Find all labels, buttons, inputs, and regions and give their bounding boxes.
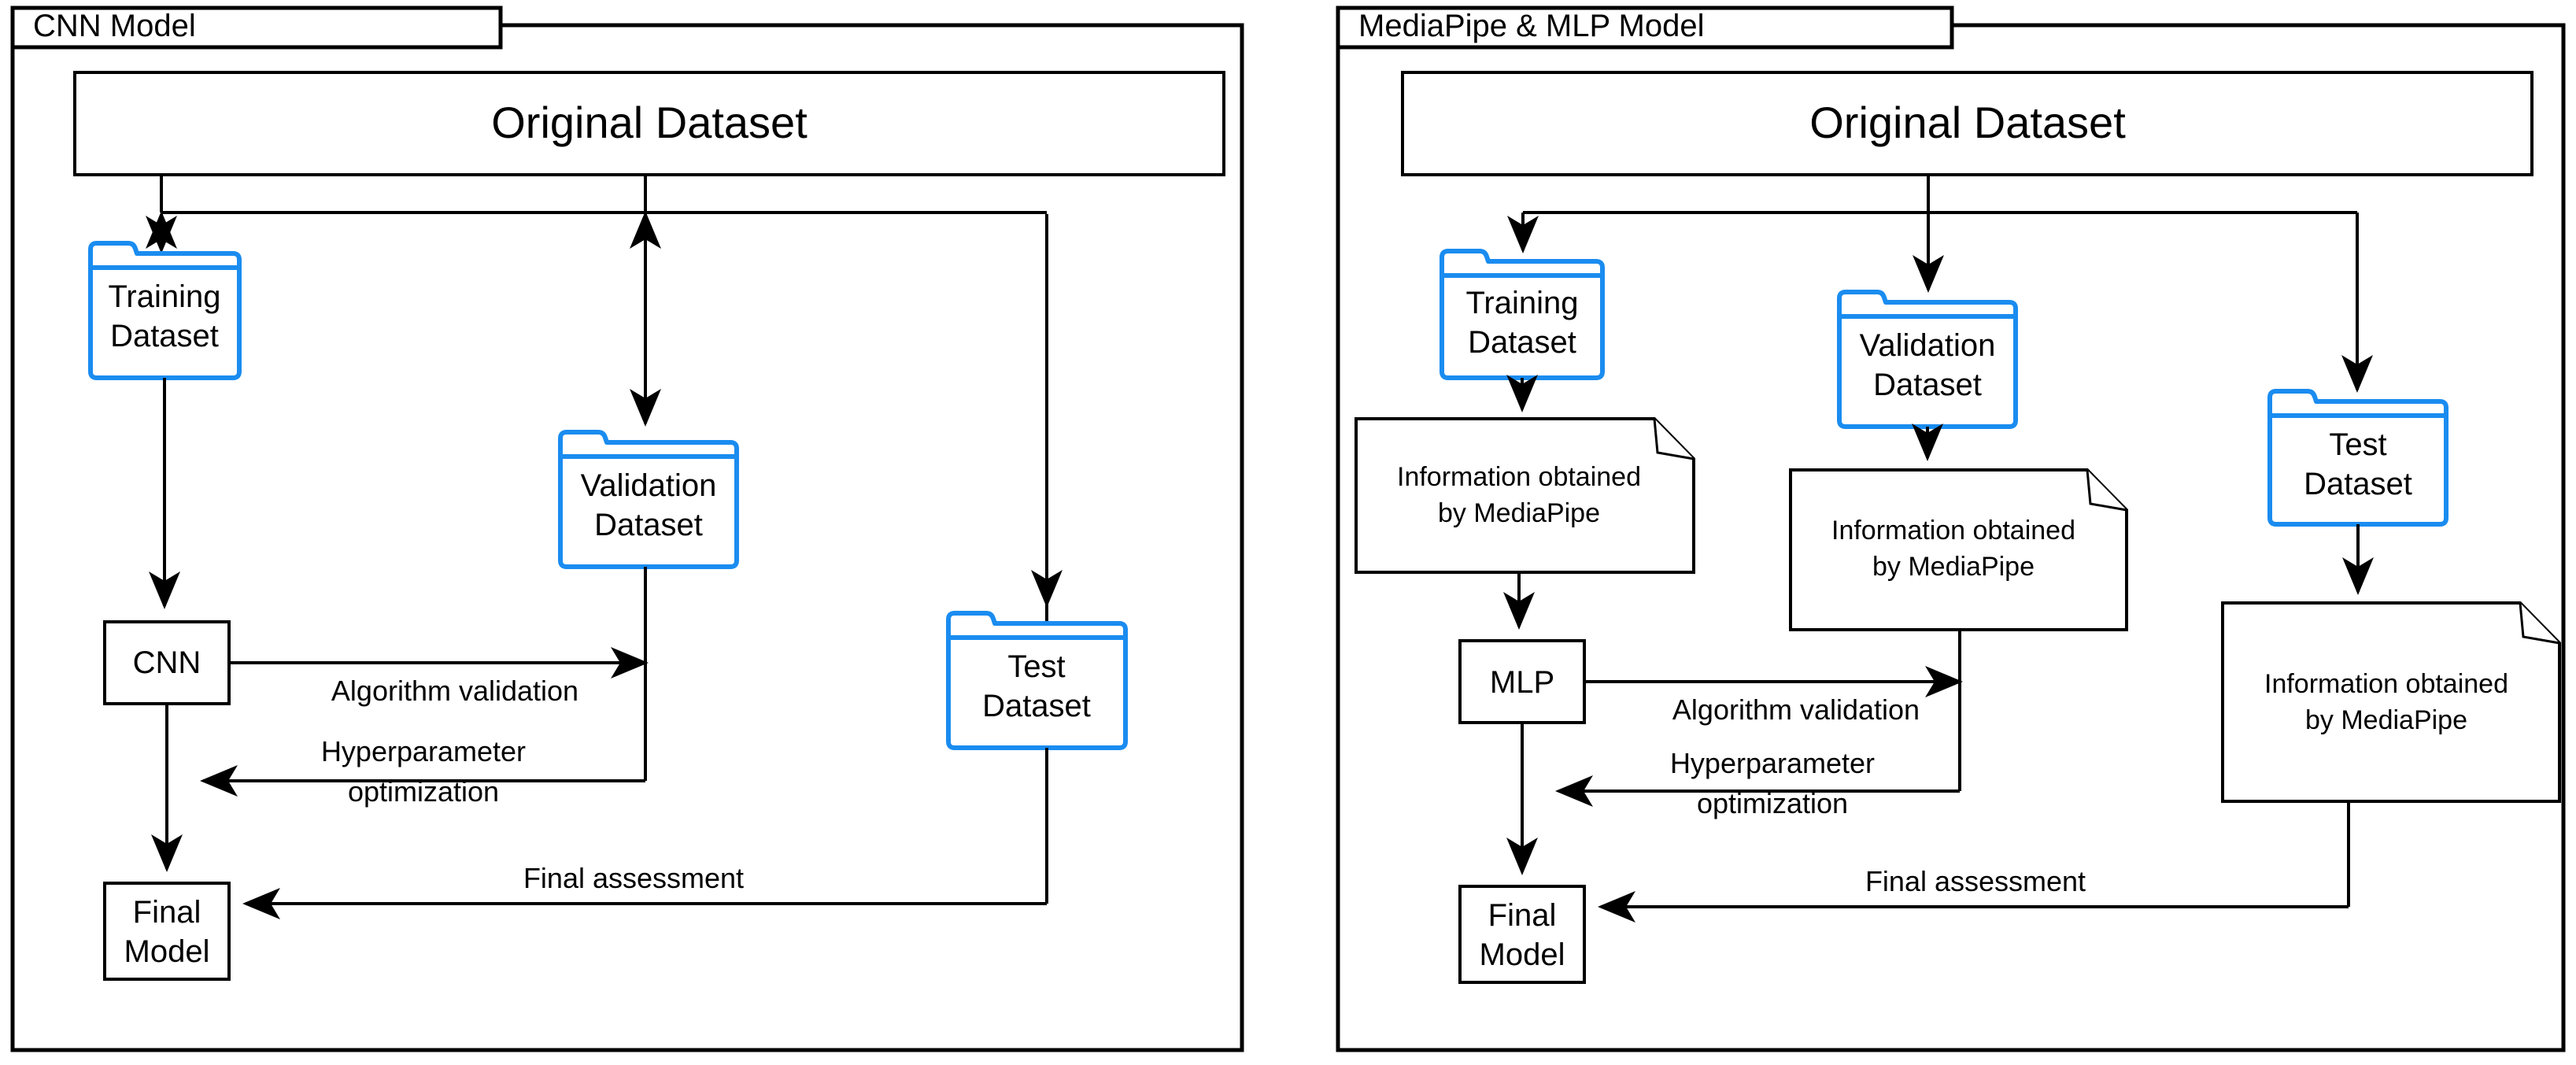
panel-mediapipe-mlp-model: MediaPipe & MLP Model Original Dataset T… [1336, 6, 2566, 1052]
folder-label-training-line2-cnn: Dataset [110, 319, 219, 353]
folder-shape-test-mlp [2267, 389, 2448, 527]
cnn-box-label: CNN [133, 645, 201, 680]
folder-shape-validation-cnn [558, 430, 739, 569]
folder-test-mlp[interactable]: Test Dataset [2267, 389, 2448, 527]
label-algorithm-validation-mlp: Algorithm validation [1672, 693, 1920, 726]
label-final-assessment-cnn: Final assessment [523, 862, 744, 894]
label-hyperparameter-line1-cnn: Hyperparameter [321, 735, 526, 767]
folder-label-test-line2-mlp: Dataset [2304, 467, 2412, 501]
note-label-training-line1-mlp: Information obtained [1397, 462, 1641, 492]
final-model-box-cnn[interactable] [103, 882, 231, 981]
note-validation-mlp[interactable]: Information obtained by MediaPipe [1789, 468, 2128, 631]
folder-training-mlp[interactable]: Training Dataset [1440, 249, 1605, 380]
folder-label-test-line1-mlp: Test [2329, 427, 2386, 462]
folder-validation-cnn[interactable]: Validation Dataset [558, 430, 739, 569]
note-shape-training-mlp [1355, 417, 1695, 574]
note-fold-validation-mlp [2086, 469, 2127, 512]
panel-cnn-model: CNN Model Original Dataset Training Data… [10, 6, 1244, 1052]
mlp-box-label: MLP [1490, 665, 1554, 700]
folder-shape-test-cnn [946, 611, 1128, 750]
label-final-assessment-mlp: Final assessment [1865, 865, 2086, 897]
folder-shape-training-cnn [88, 241, 242, 380]
folder-label-training-line2-mlp: Dataset [1468, 325, 1576, 360]
original-dataset-label-cnn: Original Dataset [491, 98, 808, 147]
folder-label-validation-line1-mlp: Validation [1860, 328, 1996, 363]
panel-title-mlp: MediaPipe & MLP Model [1358, 9, 1705, 43]
original-dataset-label-mlp: Original Dataset [1809, 98, 2126, 147]
label-hyperparameter-line1-mlp: Hyperparameter [1670, 747, 1875, 779]
note-label-validation-line2-mlp: by MediaPipe [1872, 552, 2035, 582]
folder-label-test-line2-cnn: Dataset [982, 689, 1091, 723]
original-dataset-box-cnn[interactable] [73, 71, 1225, 176]
note-label-training-line2-mlp: by MediaPipe [1438, 498, 1600, 528]
note-test-mlp[interactable]: Information obtained by MediaPipe [2221, 601, 2561, 803]
label-hyperparameter-line2-mlp: optimization [1697, 787, 1848, 819]
note-training-mlp[interactable]: Information obtained by MediaPipe [1355, 417, 1695, 574]
note-fold-test-mlp [2519, 602, 2560, 645]
folder-label-validation-line2-cnn: Dataset [594, 508, 703, 542]
note-label-test-line1-mlp: Information obtained [2264, 669, 2508, 699]
folder-label-training-line1-cnn: Training [108, 279, 220, 314]
final-model-label-line2-cnn: Model [124, 934, 210, 969]
label-hyperparameter-line2-cnn: optimization [348, 775, 499, 808]
panel-tab-mlp [1336, 6, 1954, 50]
folder-test-cnn[interactable]: Test Dataset [946, 611, 1128, 750]
final-model-label-line1-mlp: Final [1488, 898, 1557, 933]
note-label-validation-line1-mlp: Information obtained [1831, 516, 2075, 545]
final-model-label-line2-mlp: Model [1480, 937, 1565, 972]
final-model-box-mlp[interactable] [1458, 885, 1586, 984]
folder-shape-training-mlp [1440, 249, 1605, 380]
folder-label-training-line1-mlp: Training [1465, 286, 1578, 320]
folder-training-cnn[interactable]: Training Dataset [88, 241, 242, 380]
note-fold-training-mlp [1653, 418, 1695, 460]
note-label-test-line2-mlp: by MediaPipe [2305, 705, 2467, 735]
folder-label-validation-line2-mlp: Dataset [1873, 368, 1982, 402]
label-algorithm-validation-cnn: Algorithm validation [331, 675, 578, 707]
cnn-box[interactable] [103, 620, 231, 705]
panel-border-cnn [10, 23, 1244, 1052]
final-model-label-line1-cnn: Final [133, 895, 201, 930]
panel-tab-cnn [10, 6, 503, 50]
note-shape-validation-mlp [1789, 468, 2128, 631]
folder-label-validation-line1-cnn: Validation [581, 468, 717, 503]
original-dataset-box-mlp[interactable] [1401, 71, 2533, 176]
folder-shape-validation-mlp [1837, 290, 2018, 429]
note-shape-test-mlp [2221, 601, 2561, 803]
mlp-box[interactable] [1458, 639, 1586, 724]
folder-validation-mlp[interactable]: Validation Dataset [1837, 290, 2018, 429]
folder-label-test-line1-cnn: Test [1007, 649, 1065, 684]
panel-title-cnn: CNN Model [33, 9, 196, 43]
